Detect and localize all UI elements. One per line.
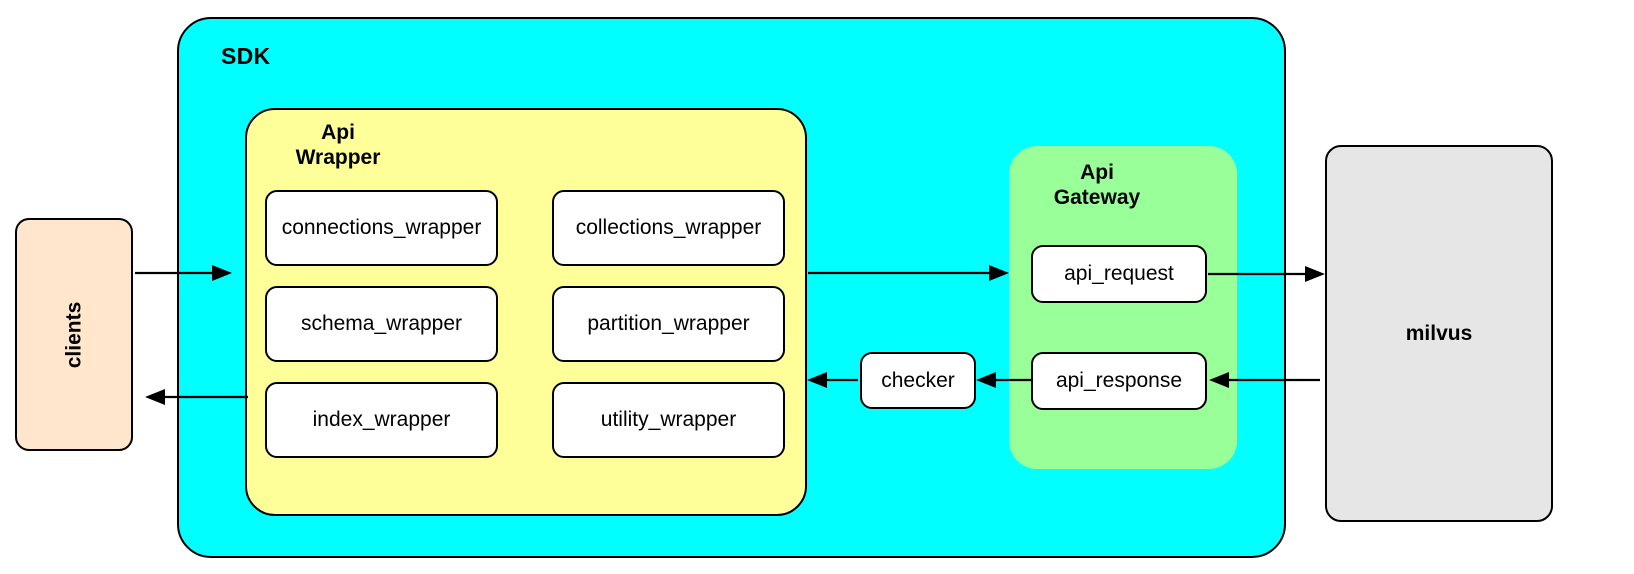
- milvus-label: milvus: [1405, 321, 1473, 345]
- checker-label: checker: [881, 368, 955, 392]
- index-wrapper-label: index_wrapper: [312, 408, 451, 431]
- api-wrapper-label-line1: Api: [321, 121, 355, 144]
- api-gateway-container[interactable]: Api Gateway: [1009, 146, 1237, 469]
- clients-label: clients: [62, 301, 85, 368]
- connections-wrapper-label: connections_wrapper: [281, 216, 482, 239]
- schema-wrapper-box[interactable]: schema_wrapper: [265, 286, 498, 362]
- api-wrapper-label-line2: Wrapper: [295, 146, 381, 170]
- partition-wrapper-box[interactable]: partition_wrapper: [552, 286, 785, 362]
- collections-wrapper-label: collections_wrapper: [575, 216, 762, 239]
- checker-box[interactable]: checker: [860, 352, 976, 409]
- utility-wrapper-label: utility_wrapper: [600, 408, 737, 431]
- utility-wrapper-box[interactable]: utility_wrapper: [552, 382, 785, 458]
- schema-wrapper-label: schema_wrapper: [300, 312, 463, 335]
- api-wrapper-label: Api Wrapper: [263, 120, 413, 170]
- connections-wrapper-box[interactable]: connections_wrapper: [265, 190, 498, 266]
- api-response-box[interactable]: api_response: [1031, 352, 1207, 410]
- api-gateway-label: Api Gateway: [1017, 160, 1177, 210]
- api-request-box[interactable]: api_request: [1031, 245, 1207, 303]
- api-request-label: api_request: [1064, 262, 1174, 285]
- milvus-node[interactable]: milvus: [1325, 145, 1553, 522]
- partition-wrapper-label: partition_wrapper: [587, 312, 750, 335]
- api-gateway-label-line1: Api: [1080, 161, 1114, 184]
- api-response-label: api_response: [1055, 369, 1183, 392]
- index-wrapper-box[interactable]: index_wrapper: [265, 382, 498, 458]
- collections-wrapper-box[interactable]: collections_wrapper: [552, 190, 785, 266]
- clients-node[interactable]: clients: [15, 218, 133, 451]
- api-gateway-label-line2: Gateway: [1053, 186, 1141, 210]
- sdk-label: SDK: [221, 43, 271, 69]
